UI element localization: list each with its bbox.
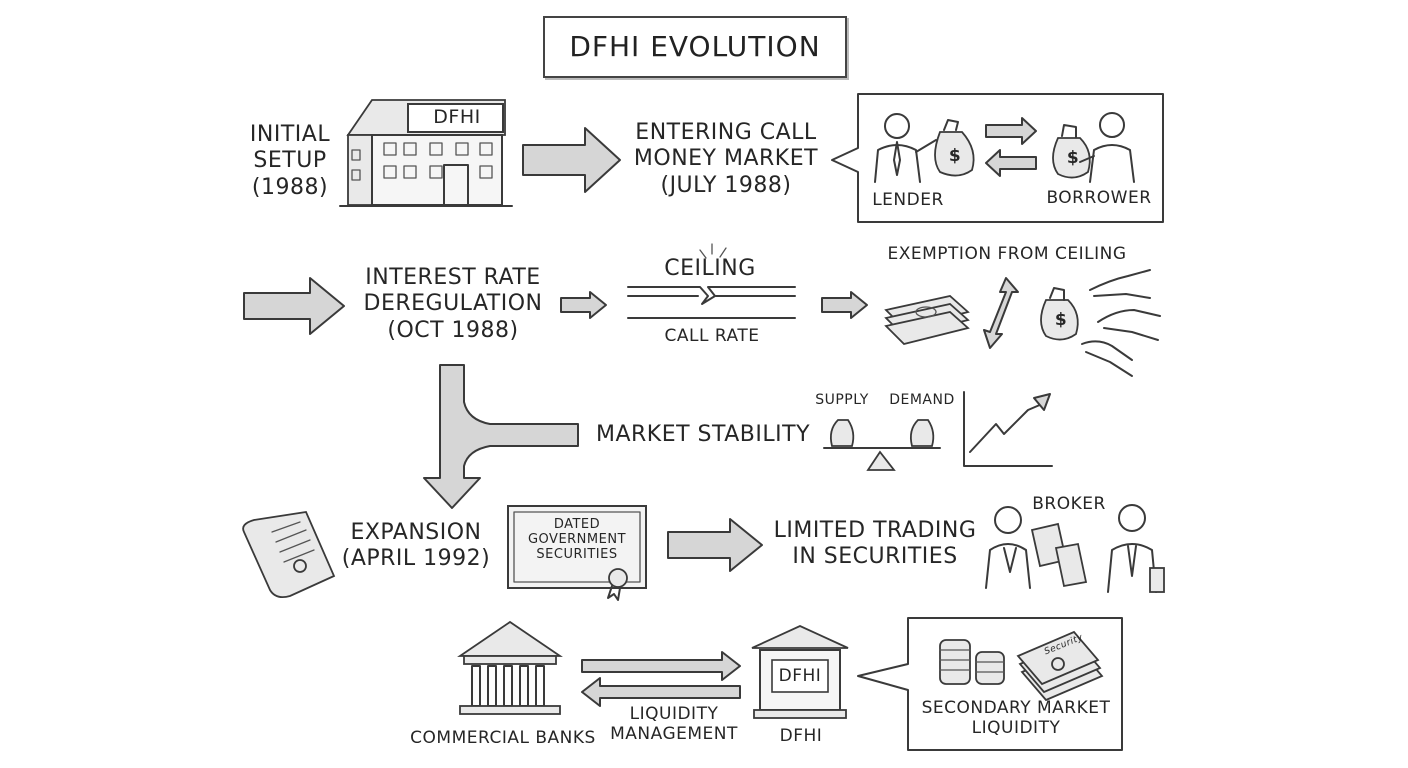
commercial-bank-icon (457, 620, 563, 715)
dfhi-sign-label: DFHI (778, 666, 822, 686)
arrow-ceiling-to-exemption (821, 291, 868, 319)
broker-people-icon (985, 504, 1165, 593)
dfhi-temple-icon (751, 625, 849, 719)
diagram-title: DFHI EVOLUTION (569, 30, 821, 63)
title-box: DFHI EVOLUTION (543, 16, 847, 78)
secondary-market-label: SECONDARY MARKET LIQUIDITY (921, 698, 1111, 739)
expansion-label: EXPANSION (APRIL 1992) (341, 520, 491, 572)
dfhi-building-label: DFHI (779, 726, 823, 746)
lender-bag-dollar: $ (948, 146, 962, 166)
exchange-arrow-left (985, 149, 1037, 177)
secondary-market-callout (857, 617, 1123, 751)
arrow-banks-to-dfhi (581, 651, 741, 681)
deregulation-label: INTEREST RATE DEREGULATION (OCT 1988) (363, 265, 543, 343)
limited-trading-label: LIMITED TRADING IN SECURITIES (773, 518, 977, 570)
broker-label: BROKER (1032, 494, 1106, 514)
lender-person-icon (874, 113, 937, 183)
branch-arrow-down (423, 364, 579, 509)
borrower-bag-dollar: $ (1066, 148, 1080, 168)
cash-stack-icon (884, 295, 970, 345)
lender-borrower-callout (831, 93, 1164, 223)
arrow-certificate-to-trading (667, 518, 763, 572)
demand-label: DEMAND (889, 392, 955, 408)
arrow-dfhi-to-banks (581, 677, 741, 707)
coin-stacks-icon (939, 639, 1005, 685)
broken-ceiling-icon (627, 243, 796, 319)
ceiling-label: CEILING (664, 256, 756, 281)
certificate-text: DATED GOVERNMENT SECURITIES (527, 517, 627, 562)
scroll-document-icon (242, 511, 336, 599)
market-stability-label: MARKET STABILITY (595, 422, 811, 447)
supply-demand-scale-icon (823, 419, 941, 471)
government-securities-certificate-icon (507, 505, 647, 601)
call-rate-label: CALL RATE (664, 326, 760, 346)
growth-chart-icon (963, 391, 1053, 467)
call-money-market-label: ENTERING CALL MONEY MARKET (JULY 1988) (633, 120, 819, 198)
money-bag-icon (1052, 124, 1091, 179)
securities-papers-icon (1016, 630, 1104, 702)
arrow-deregulation-to-ceiling (560, 291, 607, 319)
reaching-hands-icon (1081, 269, 1161, 377)
money-bag-icon (1040, 287, 1079, 341)
borrower-person-icon (1079, 112, 1135, 183)
exchange-arrow-right (985, 117, 1037, 145)
exemption-bag-dollar: $ (1054, 310, 1068, 330)
arrow-into-deregulation (243, 277, 345, 335)
borrower-label: BORROWER (1046, 188, 1152, 208)
arrow-setup-to-callmoney (522, 127, 621, 193)
liquidity-management-label: LIQUIDITY MANAGEMENT (610, 704, 738, 745)
lender-label: LENDER (872, 190, 944, 210)
dfhi-building-icon (339, 99, 513, 207)
fluctuation-arrows-icon (983, 277, 1019, 349)
building-sign-label: DFHI (433, 106, 481, 128)
supply-label: SUPPLY (815, 392, 869, 408)
commercial-banks-label: COMMERCIAL BANKS (410, 728, 596, 748)
money-bag-icon (934, 119, 975, 177)
initial-setup-label: INITIAL SETUP (1988) (249, 122, 331, 200)
exemption-label: EXEMPTION FROM CEILING (887, 244, 1127, 264)
